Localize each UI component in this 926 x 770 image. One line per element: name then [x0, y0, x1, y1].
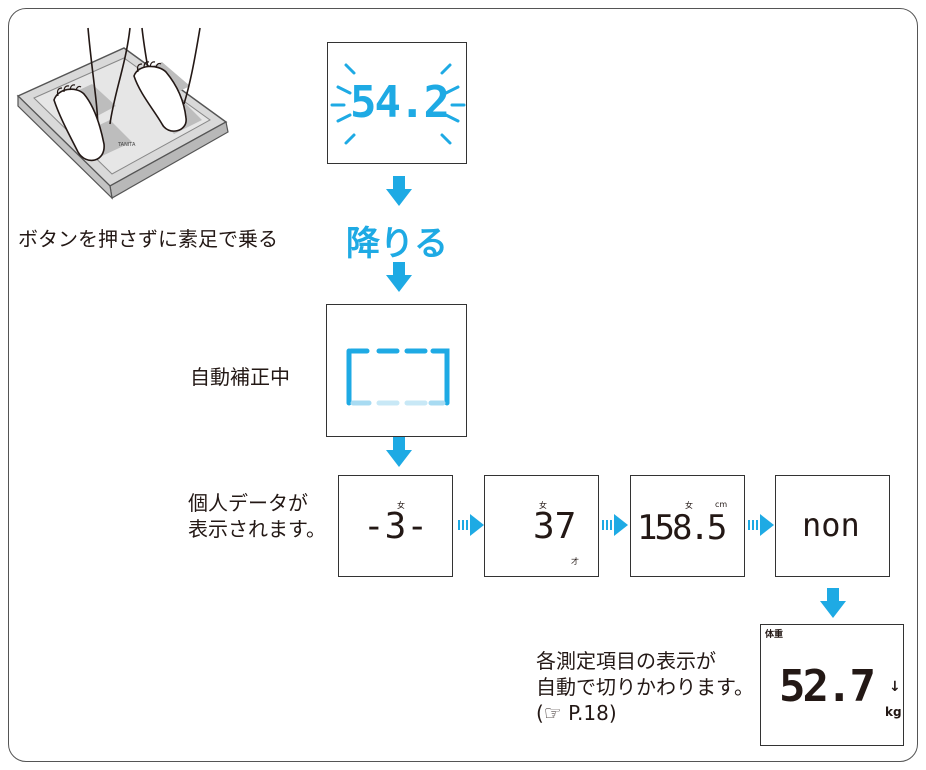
- age-gender-symbol: 女: [539, 501, 547, 510]
- measure-page-ref: (☞ P.18): [536, 701, 617, 725]
- measure-line2: 自動で切りかわります。: [536, 675, 754, 699]
- scale-brand-text: TANITA: [117, 142, 136, 148]
- measure-line1: 各測定項目の表示が: [536, 649, 716, 673]
- auto-calibration-label: 自動補正中: [190, 365, 290, 389]
- age-value: 37: [533, 506, 577, 547]
- down-arrow-1: [386, 176, 412, 206]
- flash-rays: [330, 63, 466, 145]
- profile-number-value: -3-: [363, 506, 429, 547]
- result-arrow: ↓: [889, 679, 901, 695]
- profile-shown-line1: 個人データが: [188, 491, 308, 515]
- figure-frame: [8, 8, 918, 762]
- right-arrow-2: [602, 514, 628, 536]
- result-label: 体重: [765, 630, 784, 640]
- right-arrow-1: [458, 514, 484, 536]
- display-flash-reading: 54.2: [327, 42, 467, 164]
- result-unit: kg: [885, 705, 902, 719]
- display-mode: non: [775, 475, 890, 577]
- flash-reading-value: 54.2: [350, 77, 450, 128]
- height-unit: cm: [715, 500, 728, 509]
- display-calibrating: [---]: [326, 304, 467, 437]
- display-result: 体重 52.7 ↓ kg: [760, 624, 904, 746]
- step-off-label: 降りる: [346, 224, 448, 264]
- profile-shown-line2: 表示されます。: [188, 517, 326, 541]
- scale-with-feet-illustration: TANITA: [16, 27, 229, 200]
- display-age: 女 37 才: [484, 475, 599, 577]
- down-arrow-2: [386, 262, 412, 292]
- display-height: 女 cm 158.5: [630, 475, 745, 577]
- height-value: 158.5: [637, 508, 727, 548]
- right-arrow-3: [748, 514, 774, 536]
- calibrating-segments: [346, 348, 450, 406]
- mode-value: non: [802, 506, 860, 544]
- step-on-instruction: ボタンを押さずに素足で乗る: [18, 227, 278, 251]
- display-profile-number: 女 -3-: [338, 475, 453, 577]
- height-gender-symbol: 女: [685, 501, 693, 510]
- down-arrow-4: [820, 588, 846, 618]
- result-value: 52.7: [779, 661, 876, 712]
- age-unit: 才: [571, 557, 579, 566]
- down-arrow-3: [386, 437, 412, 467]
- gender-symbol: 女: [397, 501, 405, 510]
